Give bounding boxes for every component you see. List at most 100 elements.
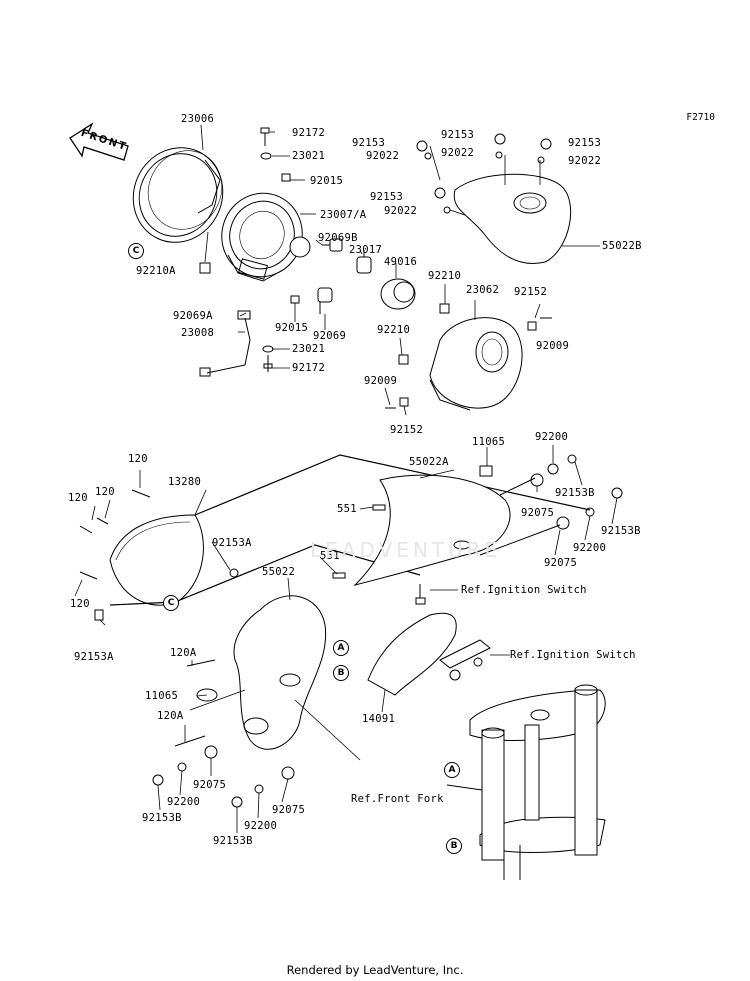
part-label[interactable]: 49016	[384, 256, 418, 268]
part-label[interactable]: 92015	[275, 322, 309, 334]
part-label[interactable]: 55022A	[409, 456, 449, 468]
grommet-92210A	[199, 262, 211, 274]
part-label[interactable]: 23017	[349, 244, 383, 256]
part-label[interactable]: 92153A	[212, 537, 252, 549]
connector-92069A	[237, 310, 251, 320]
collar-92152-left	[399, 397, 409, 407]
part-label[interactable]: 92210	[377, 324, 411, 336]
part-label[interactable]: 92153B	[601, 525, 641, 537]
part-label[interactable]: 120	[128, 453, 148, 465]
cover-55022B	[453, 173, 572, 264]
part-label[interactable]: 23006	[181, 113, 215, 125]
part-label[interactable]: 92075	[544, 557, 578, 569]
part-label[interactable]: 92009	[364, 375, 398, 387]
grommet-11065-bottom	[196, 688, 218, 702]
part-label[interactable]: 92200	[244, 820, 278, 832]
callout-c: C	[128, 243, 144, 259]
part-label[interactable]: 92153A	[74, 651, 114, 663]
bolt-92172-top	[260, 127, 270, 146]
part-label[interactable]: 92153	[568, 137, 602, 149]
part-label[interactable]: 92153	[370, 191, 404, 203]
part-label[interactable]: 92200	[573, 542, 607, 554]
part-label[interactable]: 92200	[167, 796, 201, 808]
part-label[interactable]: 23021	[292, 343, 326, 355]
bulb-socket-92069B	[322, 238, 343, 252]
ref-label[interactable]: Ref.Front Fork	[351, 793, 444, 805]
part-label[interactable]: 92022	[441, 147, 475, 159]
clip-92015-bottom	[290, 295, 300, 304]
fork-triple-clamp	[446, 684, 606, 880]
callout-c: C	[163, 595, 179, 611]
part-label[interactable]: 11065	[145, 690, 179, 702]
part-label[interactable]: 92069B	[318, 232, 358, 244]
ref-label[interactable]: Ref.Ignition Switch	[510, 649, 636, 661]
part-label[interactable]: 23021	[292, 150, 326, 162]
part-label[interactable]: 92022	[568, 155, 602, 167]
part-label[interactable]: 551	[320, 550, 340, 562]
part-label[interactable]: 92152	[514, 286, 548, 298]
collar-23021-top	[260, 152, 272, 160]
pins-551	[332, 504, 386, 579]
grommet-92210-lower	[398, 354, 409, 365]
part-label[interactable]: 551	[337, 503, 357, 515]
diagram-code: F2710	[686, 112, 715, 123]
front-arrow-icon	[69, 122, 129, 161]
part-label[interactable]: 92075	[521, 507, 555, 519]
part-label[interactable]: 120	[95, 486, 115, 498]
part-label[interactable]: 92069A	[173, 310, 213, 322]
bracket-14091	[367, 584, 491, 696]
part-label[interactable]: 92210A	[136, 265, 176, 277]
socket-92069	[317, 287, 333, 314]
part-label[interactable]: 92075	[193, 779, 227, 791]
part-label[interactable]: 55022	[262, 566, 296, 578]
part-label[interactable]: 92172	[292, 127, 326, 139]
harness-23008	[199, 317, 251, 377]
part-label[interactable]: 92153	[352, 137, 386, 149]
collar-92152-right	[527, 321, 537, 331]
cover-55022	[189, 595, 361, 761]
cover-49016	[380, 278, 416, 310]
part-label[interactable]: 120A	[170, 647, 197, 659]
part-label[interactable]: 92022	[384, 205, 418, 217]
part-label[interactable]: 92075	[272, 804, 306, 816]
part-label[interactable]: 92153B	[142, 812, 182, 824]
part-label[interactable]: 92022	[366, 150, 400, 162]
part-label[interactable]: 92210	[428, 270, 462, 282]
part-label[interactable]: 92153B	[555, 487, 595, 499]
part-label[interactable]: 23008	[181, 327, 215, 339]
ref-label[interactable]: Ref.Ignition Switch	[461, 584, 587, 596]
leader-lines	[74, 124, 618, 833]
part-label[interactable]: 92153	[441, 129, 475, 141]
part-label[interactable]: 23062	[466, 284, 500, 296]
part-label[interactable]: 55022B	[602, 240, 642, 252]
part-label[interactable]: 92009	[536, 340, 570, 352]
part-label[interactable]: 92153B	[213, 835, 253, 847]
part-label[interactable]: 14091	[362, 713, 396, 725]
part-label[interactable]: 120	[68, 492, 88, 504]
grommet-11065-top	[479, 465, 493, 477]
bolts-120-group	[79, 489, 239, 621]
part-label[interactable]: 92152	[390, 424, 424, 436]
bolt-92172-bottom	[263, 355, 273, 372]
headlight-unit-23007	[221, 192, 311, 282]
part-label[interactable]: 92069	[313, 330, 347, 342]
footer-credit: Rendered by LeadVenture, Inc.	[286, 963, 464, 977]
collar-23021-bottom	[262, 345, 274, 353]
part-label[interactable]: 23007/A	[320, 209, 367, 221]
part-label[interactable]: 11065	[472, 436, 506, 448]
cover-55022A	[353, 474, 511, 586]
watermark: LEADVENTURE	[310, 538, 502, 562]
part-label[interactable]: 13280	[168, 476, 202, 488]
part-label[interactable]: 92172	[292, 362, 326, 374]
callout-a: A	[444, 762, 460, 778]
part-label[interactable]: 120	[70, 598, 90, 610]
grommet-92210-upper	[439, 303, 450, 314]
housing-23062	[429, 317, 523, 411]
callout-a: A	[333, 640, 349, 656]
part-label[interactable]: 92015	[310, 175, 344, 187]
part-label[interactable]: 120A	[157, 710, 184, 722]
part-label[interactable]: 92200	[535, 431, 569, 443]
callout-b: B	[446, 838, 462, 854]
